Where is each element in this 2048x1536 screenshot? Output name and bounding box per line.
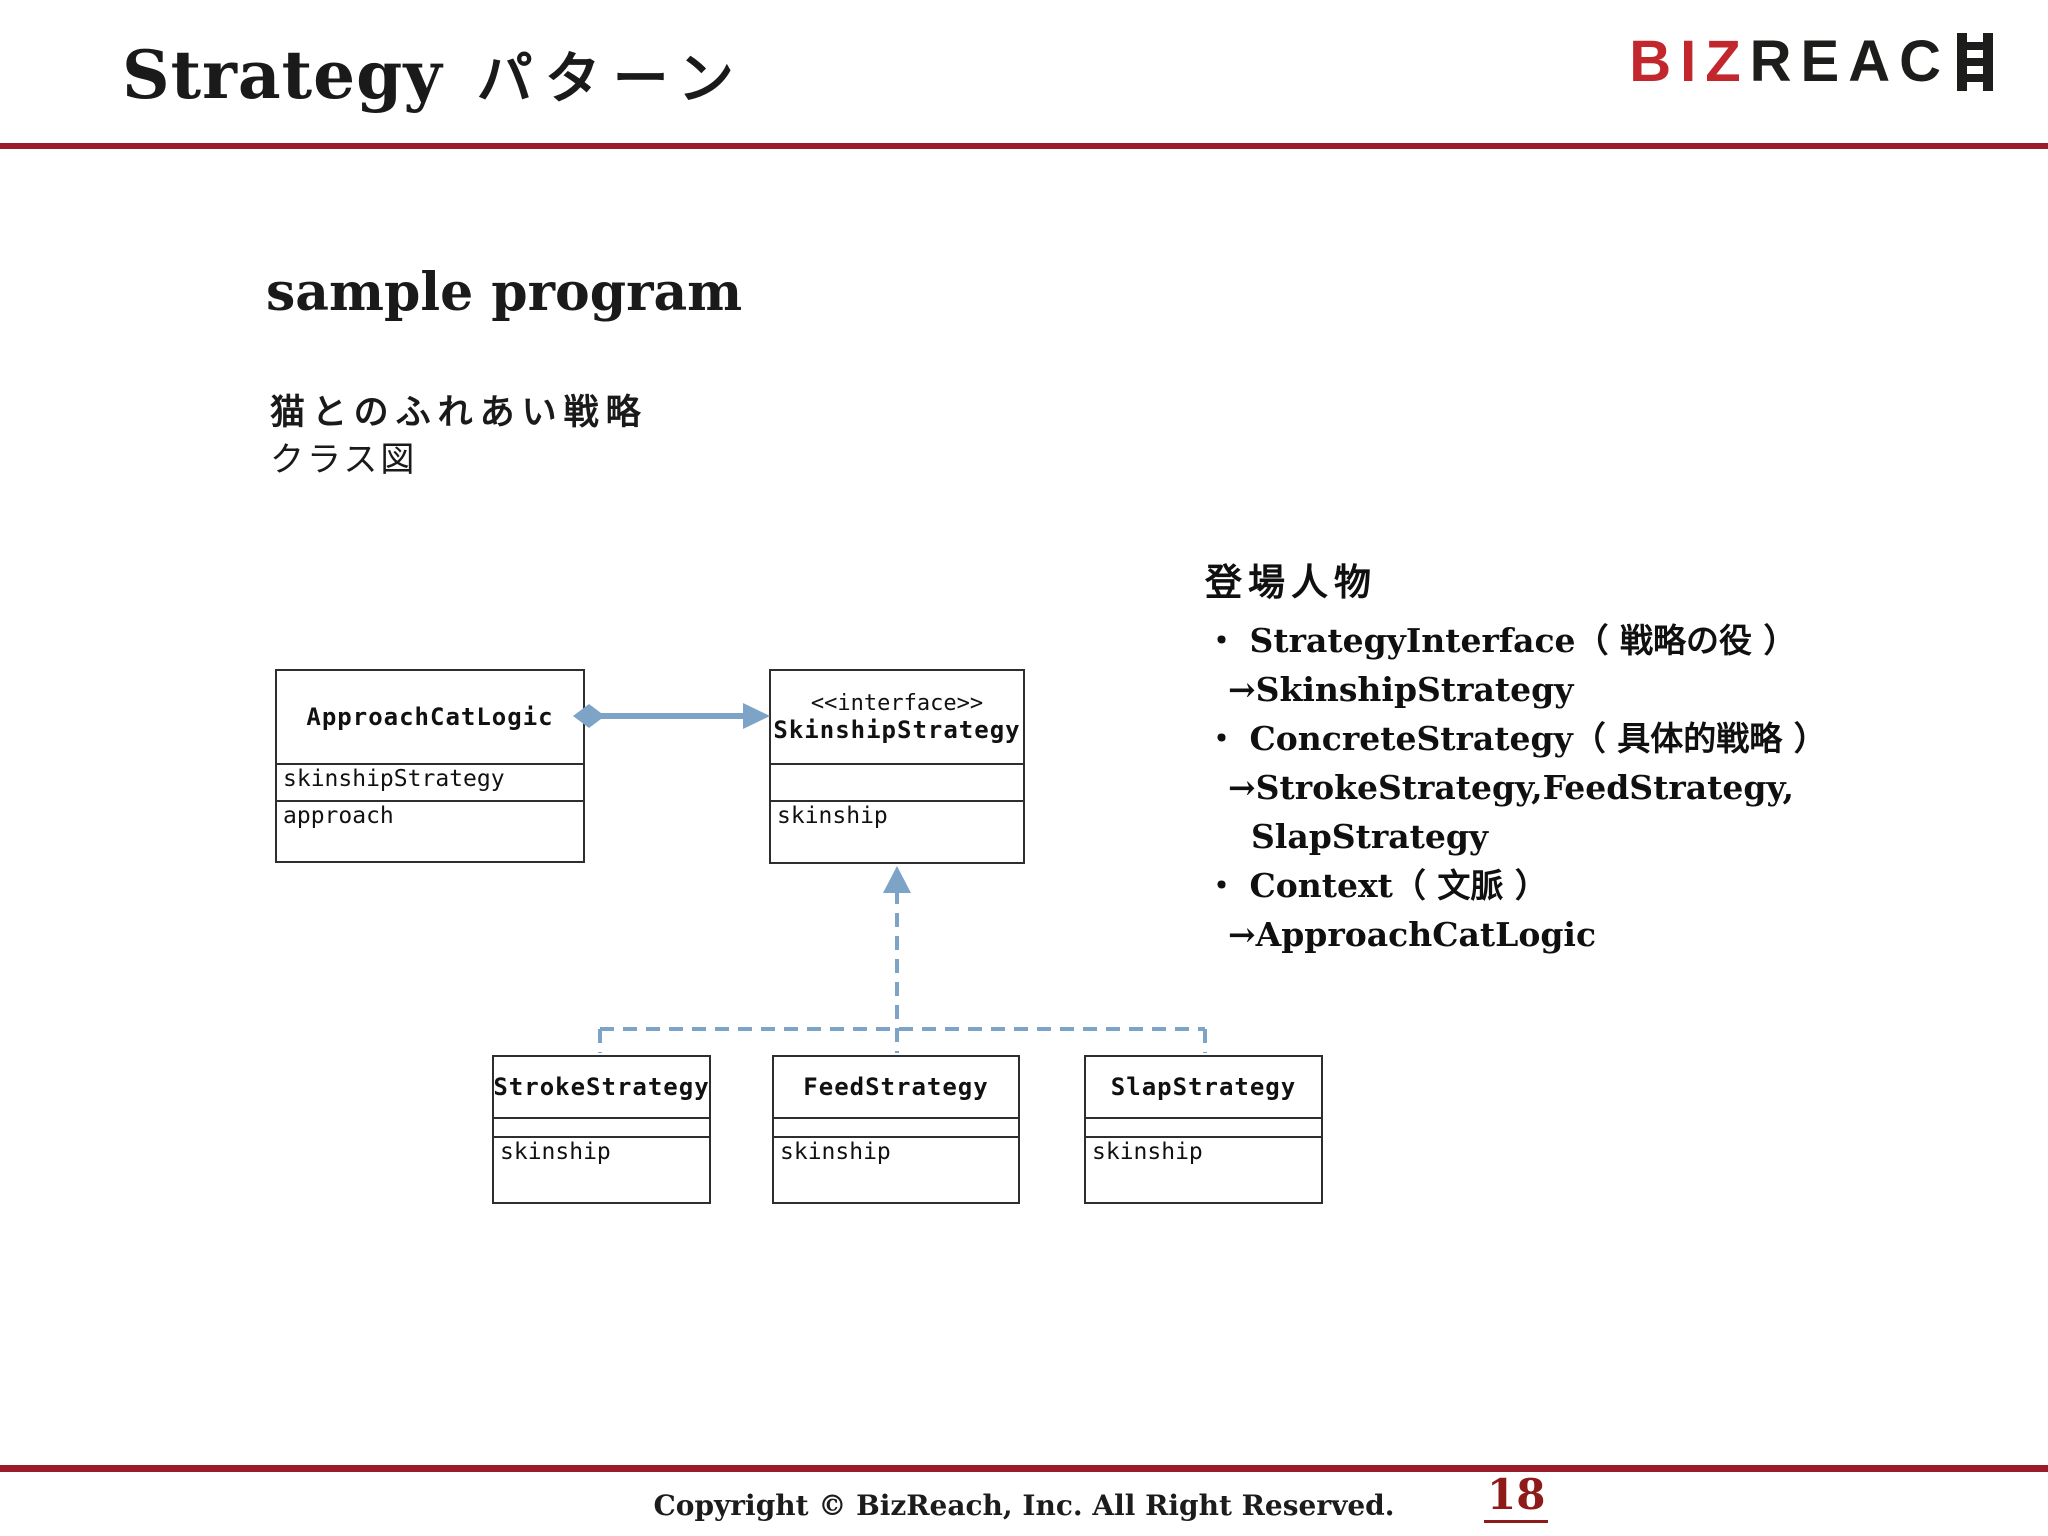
roster-line: →SkinshipStrategy — [1205, 670, 1574, 709]
bizreach-logo: BIZ REAC — [1629, 28, 1998, 95]
class-attribute — [494, 1117, 709, 1136]
class-name: SlapStrategy — [1110, 1073, 1297, 1101]
class-box-skinship-strategy: <<interface>> SkinshipStrategy skinship — [769, 669, 1025, 864]
class-box-approach-cat-logic: ApproachCatLogic skinshipStrategy approa… — [275, 669, 585, 863]
class-attribute — [1086, 1117, 1321, 1136]
class-attribute — [771, 763, 1023, 800]
class-box-slap-strategy: SlapStrategy skinship — [1084, 1055, 1323, 1204]
class-name: StrokeStrategy — [493, 1073, 710, 1101]
page-title-en: Strategy — [122, 36, 443, 114]
class-method: skinship — [771, 800, 1023, 862]
class-attribute: skinshipStrategy — [277, 763, 583, 800]
class-method: skinship — [1086, 1136, 1321, 1202]
roster-line: →ApproachCatLogic — [1205, 915, 1597, 954]
class-box-stroke-strategy: StrokeStrategy skinship — [492, 1055, 711, 1204]
class-attribute — [774, 1117, 1018, 1136]
class-box-feed-strategy: FeedStrategy skinship — [772, 1055, 1020, 1204]
class-name-group: <<interface>> SkinshipStrategy — [771, 671, 1023, 763]
roster-line: →StrokeStrategy,FeedStrategy, — [1205, 768, 1794, 807]
class-method: skinship — [774, 1136, 1018, 1202]
copyright-text: Copyright © BizReach, Inc. All Right Res… — [653, 1489, 1395, 1522]
page-title-jp: パターン — [476, 47, 746, 112]
header-divider — [0, 143, 2048, 149]
page-title: Strategy パターン — [122, 34, 746, 115]
page-number: 18 — [1484, 1470, 1549, 1523]
diagram-subtitle-bold: 猫とのふれあい戦略 — [270, 393, 648, 433]
class-name: ApproachCatLogic — [306, 703, 554, 731]
roster-line: ・ StrategyInterface（ 戦略の役 ） — [1205, 621, 1797, 660]
roster-line: ・ ConcreteStrategy（ 具体的戦略 ） — [1205, 719, 1827, 758]
roster-heading: 登場人物 — [1205, 561, 1377, 604]
class-stereotype: <<interface>> — [810, 690, 984, 716]
realization-arrowhead — [883, 866, 911, 893]
class-method: approach — [277, 800, 583, 861]
logo-text-reac: REAC — [1749, 29, 1950, 94]
section-heading: sample program — [266, 262, 743, 323]
footer-divider — [0, 1465, 2048, 1472]
class-name: SkinshipStrategy — [773, 715, 1021, 744]
bizreach-ladder-h-icon — [1957, 32, 1993, 91]
logo-text-biz: BIZ — [1629, 29, 1750, 94]
diagram-subtitle: クラス図 — [270, 440, 418, 480]
class-method: skinship — [494, 1136, 709, 1202]
realization-arrows — [598, 890, 1207, 1053]
roster-line: ・ Context（ 文脈 ） — [1205, 866, 1548, 905]
aggregation-arrow — [573, 703, 770, 729]
roster-line: SlapStrategy — [1205, 817, 1489, 856]
roster-block: 登場人物 ・ StrategyInterface（ 戦略の役 ） →Skinsh… — [1205, 552, 1827, 959]
class-name: FeedStrategy — [803, 1073, 989, 1101]
